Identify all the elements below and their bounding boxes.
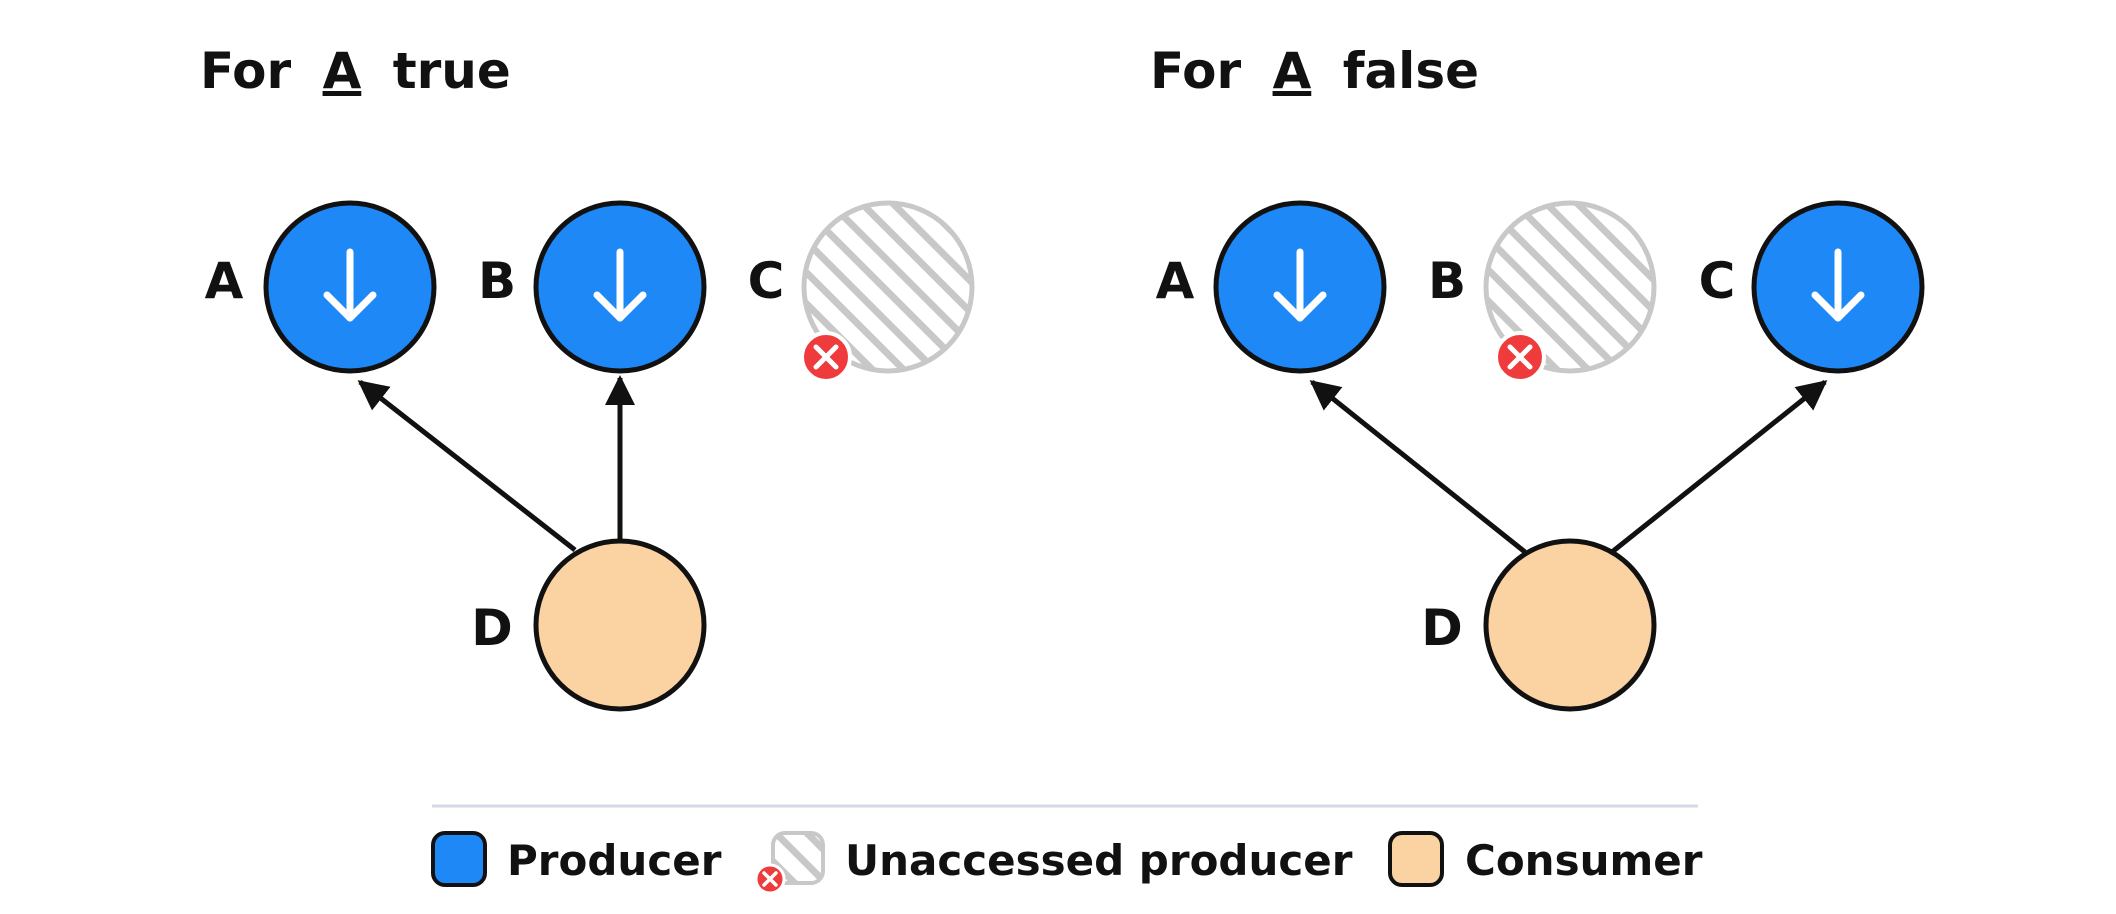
legend-label: Unaccessed producer	[845, 836, 1353, 885]
down-arrow-icon	[593, 248, 647, 322]
panel-title: For A false	[1150, 42, 1479, 100]
edge-d-to-a	[1309, 380, 1527, 554]
node-c-unaccessed: C	[748, 200, 975, 383]
legend-label: Producer	[507, 836, 722, 885]
node-b-unaccessed: B	[1428, 200, 1657, 383]
node-label: C	[748, 252, 785, 310]
panel-a-false: For A false A B	[1150, 42, 1925, 712]
legend-item-consumer: Consumer	[1388, 831, 1703, 887]
node-a-producer: A	[205, 200, 437, 374]
down-arrow-icon	[323, 248, 377, 322]
panel-title: For A true	[200, 42, 511, 100]
error-x-icon	[800, 331, 852, 383]
panel-a-true: For A true A B	[200, 42, 975, 712]
node-label: C	[1699, 252, 1736, 310]
producer-swatch	[431, 831, 487, 887]
node-label: D	[471, 599, 513, 657]
legend-item-unaccessed: Unaccessed producer	[754, 831, 1353, 895]
node-d-consumer: D	[471, 538, 707, 712]
consumer-swatch	[1388, 831, 1444, 887]
down-arrow-icon	[1273, 248, 1327, 322]
legend: Producer Unaccessed producer Consumer	[431, 831, 1703, 895]
node-label: A	[1156, 252, 1195, 310]
down-arrow-icon	[1811, 248, 1865, 322]
legend-item-producer: Producer	[431, 831, 722, 887]
edge-d-to-a	[357, 380, 577, 552]
node-b-producer: B	[478, 200, 707, 374]
node-label: D	[1421, 599, 1463, 657]
node-c-producer: C	[1699, 200, 1925, 374]
node-label: A	[205, 252, 244, 310]
unaccessed-swatch	[771, 831, 825, 885]
node-label: B	[478, 252, 516, 310]
error-x-icon	[1494, 331, 1546, 383]
error-x-icon	[754, 863, 786, 895]
legend-label: Consumer	[1465, 836, 1703, 885]
node-label: B	[1428, 252, 1466, 310]
edge-d-to-c	[1610, 380, 1828, 554]
node-a-producer: A	[1156, 200, 1387, 374]
node-d-consumer: D	[1421, 538, 1657, 712]
